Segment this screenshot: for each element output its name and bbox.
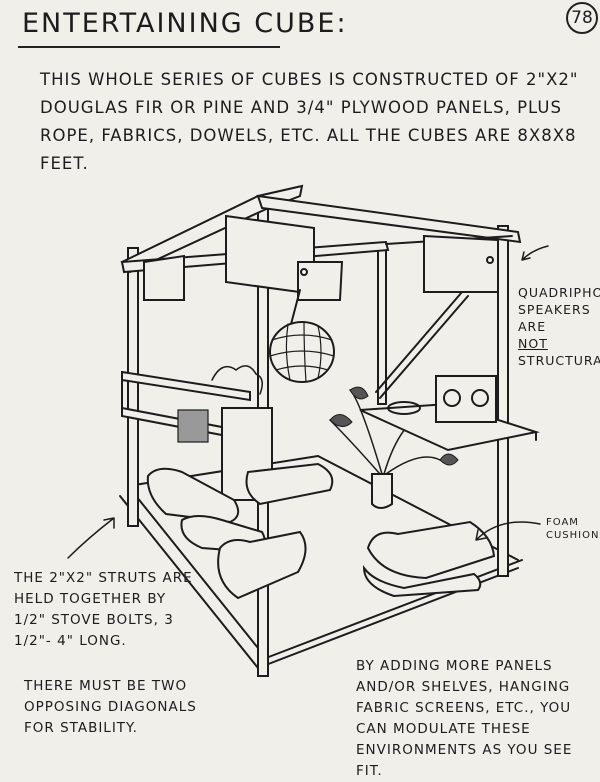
cube-illustration [67, 184, 549, 677]
foam-cushions [146, 462, 496, 600]
cushions-note-line2: CUSHIONS [546, 530, 600, 541]
hanging-lamp [269, 289, 335, 383]
cushions-note-line1: FOAM [546, 517, 579, 528]
speakers-note-line3-rest: STRUCTURAL [518, 353, 600, 368]
speakers-note-line3: NOT STRUCTURAL [518, 335, 600, 369]
intro-text: THIS WHOLE SERIES OF CUBES IS CONSTRUCTE… [40, 70, 579, 173]
speakers-note: QUADRIPHONIC SPEAKERS ARE NOT STRUCTURAL [518, 284, 600, 369]
speaker-boxes [143, 214, 499, 301]
struts-note: THE 2"x2" STRUTS ARE HELD TOGETHER BY 1/… [14, 570, 193, 649]
plant [329, 386, 459, 509]
page-number: 78 [566, 2, 598, 34]
desk-and-tape-deck [359, 375, 540, 452]
diagonals-note: THERE MUST BE TWO OPPOSING DIAGONALS FOR… [24, 678, 197, 736]
cushions-note: FOAM CUSHIONS [546, 516, 600, 542]
panels-note: BY ADDING MORE PANELS AND/OR SHELVES, HA… [356, 658, 573, 779]
speakers-note-line1: QUADRIPHONIC [518, 285, 600, 300]
diagonal-brace [375, 291, 463, 393]
speakers-note-emphasis: NOT [518, 336, 548, 351]
title-underline [18, 46, 280, 48]
speakers-note-line2: SPEAKERS ARE [518, 302, 591, 334]
struts-arrow [67, 517, 115, 559]
page-title: ENTERTAINING CUBE: [22, 8, 348, 39]
speakers-arrow [521, 245, 549, 261]
cushions-arrow [475, 521, 541, 541]
